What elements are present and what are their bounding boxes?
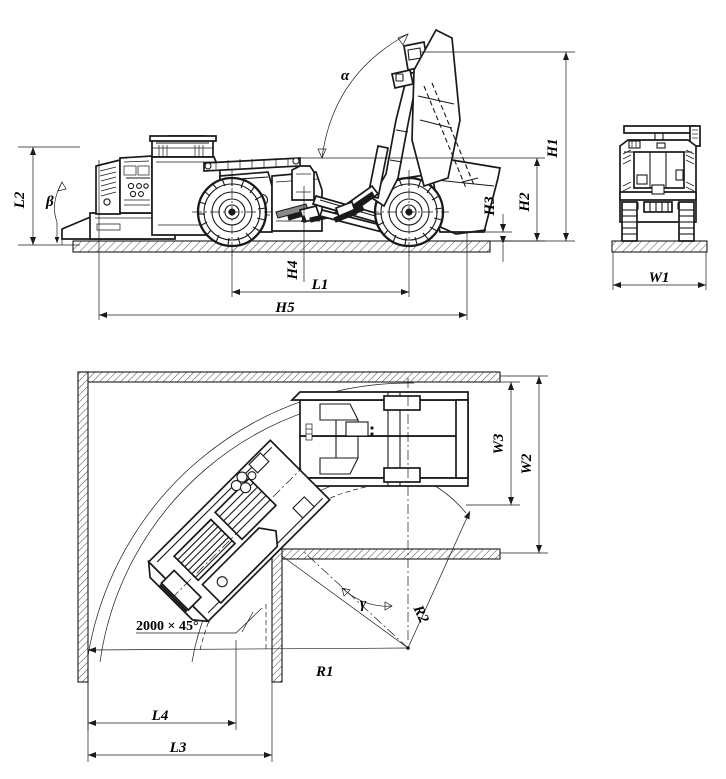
dimension-label-L1: H5	[274, 300, 295, 316]
dimension-label-L3: L3	[169, 740, 187, 756]
dimension-label-R2: R2	[409, 602, 432, 626]
angle-label-beta: β	[45, 194, 54, 210]
radius-and-angle-lines: R1 R2 γ	[87, 510, 471, 680]
note-label-corner-cut: 2000 × 45°	[136, 619, 199, 634]
machine-plan-rear	[147, 439, 331, 623]
dimension-W3: W3	[466, 381, 520, 506]
dimension-L4: L4	[87, 640, 237, 730]
dimension-label-H2: H2	[517, 192, 533, 213]
dimension-H5: L2	[12, 146, 80, 246]
corner-cut-note: 2000 × 45°	[136, 604, 267, 650]
dimension-label-L4: L4	[151, 708, 169, 724]
rear-wheel	[192, 170, 272, 256]
front-view-group: W1	[611, 125, 708, 290]
dimension-label-H5: L2	[12, 191, 28, 209]
side-view-group: L2 β α H1 H2	[12, 28, 575, 320]
tunnel-walls	[77, 371, 501, 683]
dimension-H2: H2	[296, 157, 545, 242]
ground-hatch-side	[72, 240, 491, 253]
dimension-label-L2: L1	[311, 277, 329, 293]
dimension-label-W1: W1	[649, 270, 670, 286]
plan-view-group: R1 R2 γ 2000 × 45° W3	[77, 371, 548, 762]
dimension-W1: W1	[612, 252, 707, 290]
dimension-label-H3: H3	[482, 196, 498, 217]
dimension-L2: L1	[231, 250, 410, 297]
dimension-H3: H3	[440, 196, 512, 262]
machine-plan-front	[289, 378, 469, 640]
dimension-L1: H5	[98, 160, 468, 320]
dimension-label-W2: W2	[519, 453, 535, 474]
angle-beta: β	[45, 181, 67, 245]
angle-alpha: α	[317, 33, 409, 159]
dimension-L3: L3	[87, 682, 273, 762]
front-wheel	[369, 170, 449, 256]
machine-side-profile	[61, 28, 502, 256]
ground-hatch-front	[611, 240, 708, 253]
dimension-label-W3: W3	[491, 433, 507, 454]
dimension-H4: H4	[285, 186, 307, 282]
dimension-W2: W2	[500, 375, 548, 554]
angle-label-gamma: γ	[360, 596, 367, 612]
boom-raised	[333, 28, 479, 223]
dimension-label-H1: H1	[545, 138, 561, 158]
angle-label-alpha: α	[341, 68, 350, 84]
dimension-label-R1: R1	[315, 664, 334, 680]
dimension-label-H4: H4	[285, 260, 301, 281]
